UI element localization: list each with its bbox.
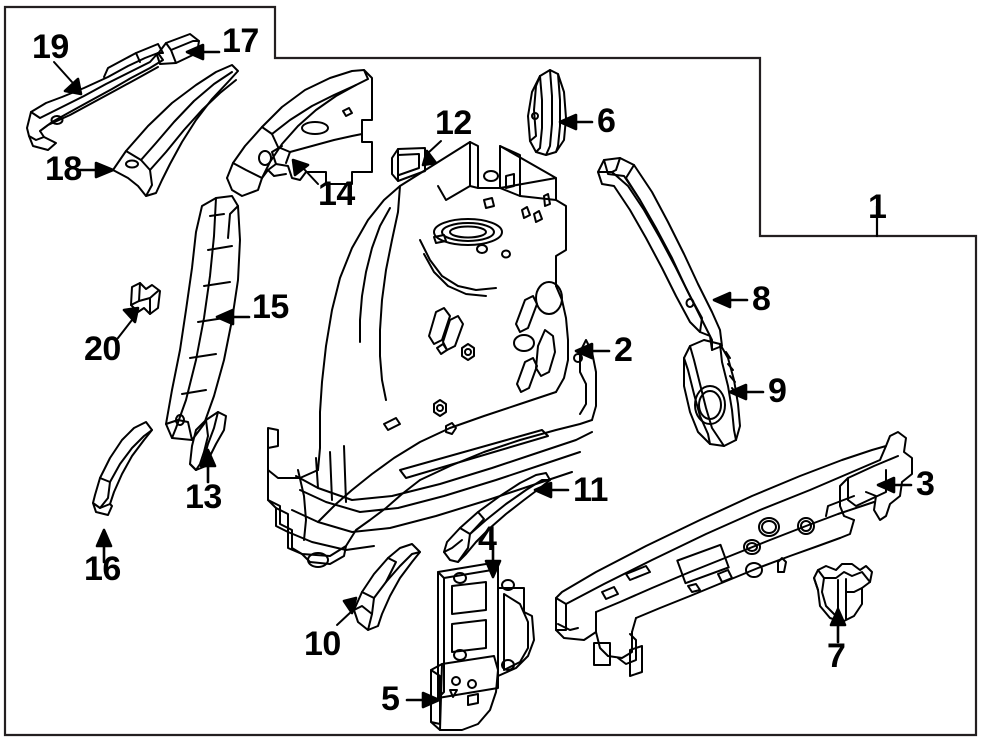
arrowhead-2	[574, 342, 594, 360]
leader-12	[427, 140, 442, 154]
leader-14	[302, 167, 319, 185]
part-3-radiator-support-bracket	[555, 431, 913, 677]
callout-label-8: 8	[752, 280, 771, 318]
arrowhead-8	[712, 291, 732, 309]
leader-19	[53, 61, 73, 83]
callout-label-18: 18	[45, 150, 82, 188]
callout-label-16: 16	[84, 550, 121, 588]
arrowhead-3	[876, 476, 896, 494]
arrowhead-6	[558, 113, 578, 131]
callout-label-17: 17	[222, 22, 259, 60]
callout-label-3: 3	[916, 465, 935, 503]
callout-label-7: 7	[827, 637, 846, 675]
arrowhead-18	[94, 161, 115, 179]
part-10-closeout-panel	[353, 543, 421, 631]
part-13-stiffener-strip	[189, 411, 227, 471]
arrowhead-9	[728, 383, 748, 401]
arrowhead-19	[63, 77, 83, 96]
callout-label-5: 5	[381, 680, 400, 718]
callout-label-12: 12	[435, 104, 472, 142]
part-16-lower-pillar-extension	[92, 421, 153, 516]
part-8-side-rail-extension	[597, 157, 723, 351]
callout-label-14: 14	[318, 175, 355, 213]
part-11-sill-reinforcement	[443, 472, 551, 563]
callout-label-13: 13	[185, 478, 222, 516]
leader-10	[336, 610, 353, 626]
callout-leaders	[53, 43, 913, 709]
callout-label-20: 20	[84, 330, 121, 368]
callout-label-15: 15	[252, 288, 289, 326]
parts-artwork	[26, 33, 913, 731]
callout-label-2: 2	[614, 331, 633, 369]
arrowhead-13	[199, 448, 217, 468]
callout-label-9: 9	[768, 372, 787, 410]
leader-20	[117, 319, 133, 339]
part-19-roof-side-rail	[26, 43, 164, 151]
part-12-small-clip-bracket	[391, 147, 426, 182]
arrowhead-10	[342, 596, 358, 615]
part-2-wheelhouse-outer-panel	[267, 141, 597, 568]
part-9-lower-rail-bracket	[683, 339, 741, 447]
callout-label-4: 4	[478, 520, 497, 558]
arrowhead-15	[215, 308, 235, 326]
arrowhead-4	[484, 559, 502, 579]
callout-label-6: 6	[597, 102, 616, 140]
part-6-pillar-reinforcement	[527, 69, 567, 156]
arrowhead-14	[291, 158, 310, 177]
part-18-windshield-pillar-brace	[112, 64, 239, 197]
callout-label-10: 10	[304, 625, 341, 663]
diagram-frame	[3, 5, 978, 737]
callout-label-1: 1	[868, 188, 887, 226]
arrowhead-17	[185, 43, 205, 61]
callout-label-19: 19	[32, 28, 69, 66]
arrowhead-7	[829, 607, 847, 627]
arrowhead-5	[421, 691, 441, 709]
part-14-upper-cowl-panel	[226, 69, 373, 197]
arrowhead-11	[533, 481, 553, 499]
callout-label-11: 11	[573, 471, 608, 509]
part-7-mount-insulator	[813, 563, 873, 623]
arrowhead-16	[95, 528, 113, 548]
arrowhead-20	[122, 306, 140, 324]
part-15-a-pillar-inner	[165, 195, 241, 441]
arrowhead-12	[421, 149, 438, 167]
